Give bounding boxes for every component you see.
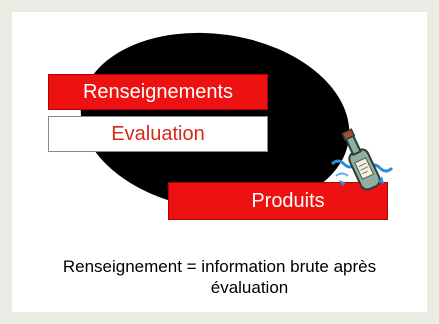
caption: Renseignement = information brute après … [22,256,417,298]
caption-line-1: Renseignement = information brute après [62,257,377,276]
box-produits: Produits [168,182,388,220]
bottle-message-icon [330,128,394,191]
caption-line-2: évaluation [210,278,289,297]
box-renseignements: Renseignements [48,74,268,110]
slide-card: Renseignements Evaluation Produits [12,12,427,312]
box-evaluation: Evaluation [48,116,268,152]
